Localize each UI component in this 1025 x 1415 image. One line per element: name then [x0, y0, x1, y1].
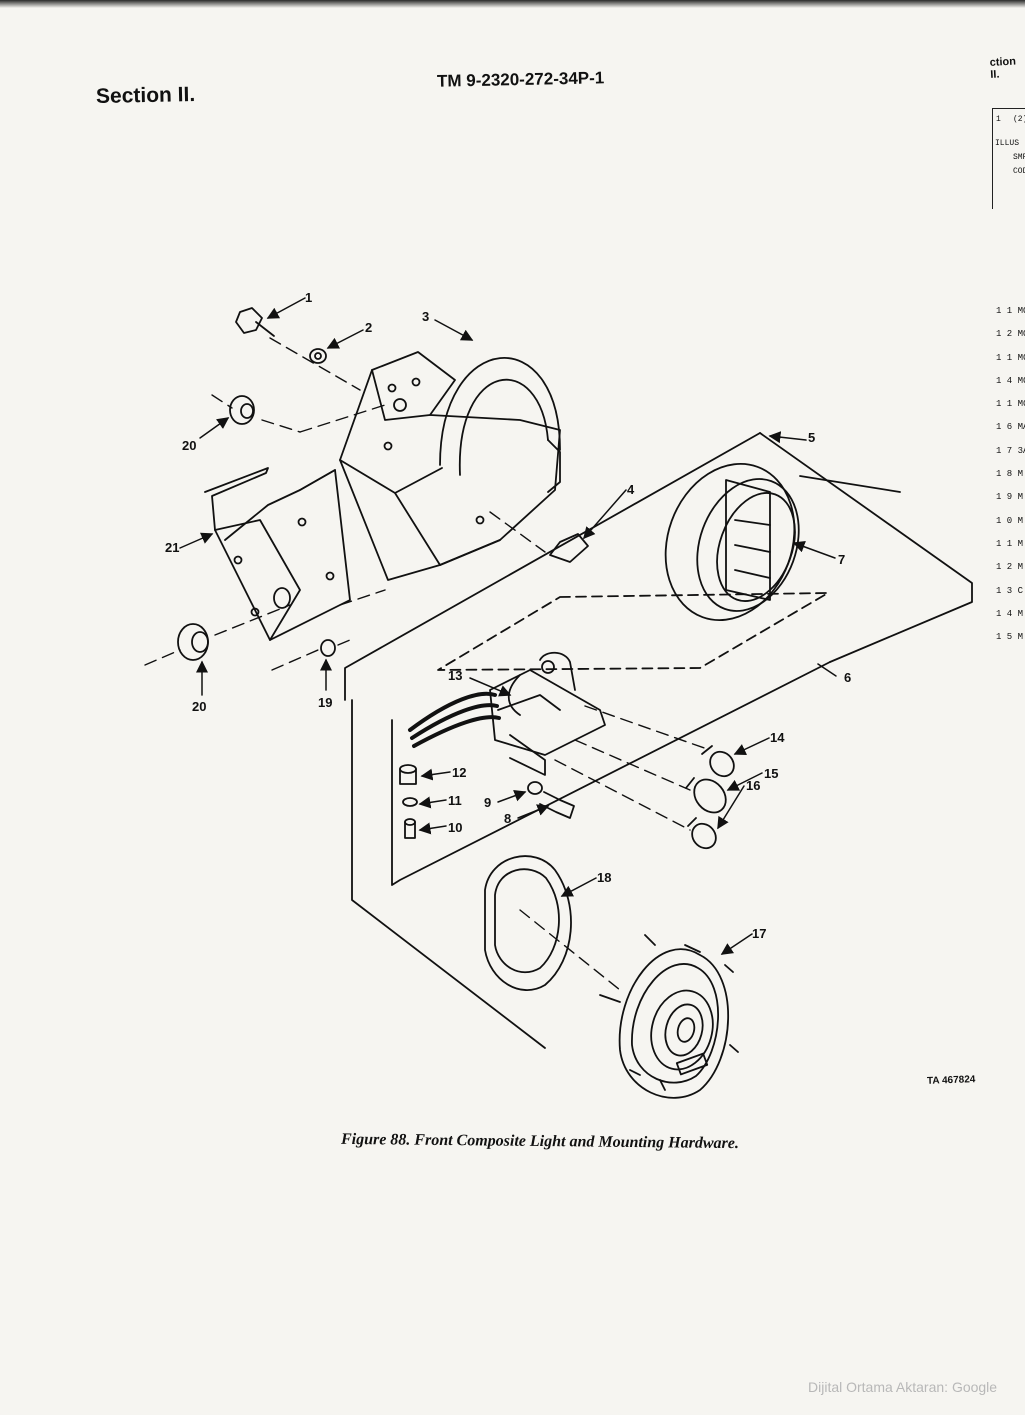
callout-label: 13 [448, 668, 462, 683]
leader-arrows [179, 297, 837, 955]
callout-label: 20 [182, 438, 196, 453]
mounting-bracket [339, 351, 561, 581]
list-item: 1 7 3A [996, 445, 1025, 456]
callout-label: 4 [627, 482, 635, 497]
terminal-parts [399, 764, 418, 839]
table-cell: 1 [996, 115, 1001, 124]
list-item: 1 2 M [996, 562, 1024, 573]
list-item: 1 9 M [996, 492, 1024, 503]
callout-label: 20 [192, 699, 206, 714]
plate-bracket [204, 467, 351, 641]
gasket [484, 855, 572, 991]
table-cell: CODE [1013, 167, 1025, 176]
list-item: 1 1 MO [996, 306, 1025, 316]
callout-label: 7 [838, 552, 845, 567]
list-item: 1 6 MA [996, 422, 1025, 433]
panel-outline [391, 661, 831, 886]
callout-label: 10 [448, 820, 462, 835]
list-item: 1 1 MC [996, 399, 1025, 410]
panel-outline [759, 432, 973, 663]
callout-label: 19 [318, 695, 332, 710]
callout-label: 16 [746, 778, 760, 793]
socket-assembly [408, 651, 606, 776]
page-top-shadow [0, 0, 1025, 8]
callout-labels: 1 2 3 4 5 6 7 8 9 10 11 12 13 14 15 16 1… [165, 290, 851, 941]
scan-watermark: Dijital Ortama Aktaran: Google [808, 1379, 998, 1395]
list-item: 1 0 M [996, 515, 1024, 526]
list-item: 1 1 MC [996, 352, 1025, 363]
light-housing [664, 462, 800, 622]
ta-number: TA 467824 [926, 1074, 976, 1087]
callout-label: 12 [452, 765, 466, 780]
inner-panel-dashed [437, 592, 829, 671]
callout-label: 5 [808, 430, 815, 445]
panel-outline [351, 699, 546, 1049]
list-item: 1 1 M [996, 538, 1024, 549]
list-item: 1 8 M [996, 469, 1024, 480]
callout-label: 8 [504, 811, 511, 826]
callout-label: 15 [764, 766, 778, 781]
panel-edge [799, 475, 901, 493]
callout-label: 3 [422, 309, 429, 324]
table-cell: (2) [1013, 115, 1025, 124]
callout-label: 2 [365, 320, 372, 335]
list-item: 1 2 MO [996, 329, 1025, 340]
list-item: 1 3 C [996, 585, 1024, 596]
callout-label: 6 [844, 670, 851, 685]
callout-label: 18 [597, 870, 611, 885]
bulbs [685, 745, 735, 850]
list-item: 1 4 MC [996, 375, 1025, 386]
callout-label: 1 [305, 290, 312, 305]
callout-label: 21 [165, 540, 179, 555]
table-cell: SMR [1013, 153, 1025, 162]
assembly-lines [144, 337, 711, 991]
next-page-table-fragment: 1 (2) ILLUS SMR CODE [992, 108, 1025, 209]
callout-label: 17 [752, 926, 766, 941]
panel-outline [344, 432, 761, 701]
hardware [177, 307, 589, 661]
screw-washer [527, 781, 575, 819]
callout-label: 14 [770, 730, 785, 745]
callout-label: 9 [484, 795, 491, 810]
callout-label: 11 [448, 793, 462, 808]
next-page-column-fragment: 1 1 MO 1 2 MO 1 1 MC 1 4 MC 1 1 MC 1 6 M… [996, 300, 1025, 649]
list-item: 1 4 M [996, 608, 1024, 619]
lens [599, 934, 739, 1099]
table-cell: ILLUS [995, 139, 1020, 148]
list-item: 1 5 M [996, 632, 1024, 643]
